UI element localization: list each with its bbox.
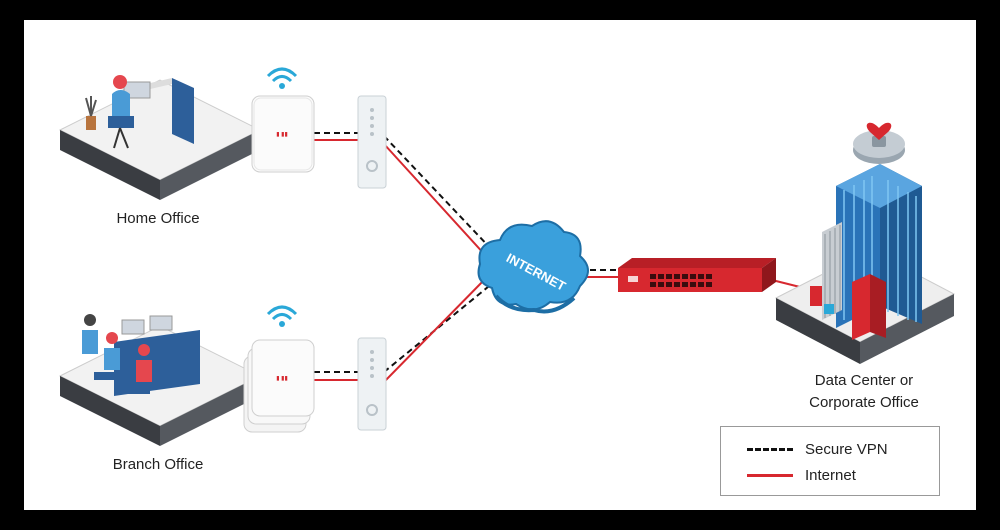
internet-line-branch-cloud — [383, 275, 489, 383]
home-office-label: Home Office — [116, 210, 200, 227]
vpn-line-home-cloud — [383, 135, 495, 253]
home-access-point: ▮ ▮▮ — [251, 67, 315, 173]
legend-label-internet: Internet — [805, 466, 856, 484]
data-center-label-line1: Data Center or — [814, 372, 914, 389]
data-center-label: Data Center or Corporate Office — [784, 370, 944, 414]
solid-line-swatch — [747, 473, 793, 477]
connection-lines — [314, 132, 821, 383]
branch-access-point: ▮ ▮▮ — [243, 305, 315, 433]
branch-office-illustration — [58, 314, 262, 446]
diagram-canvas: ▮ ▮▮ ▮ ▮▮ — [24, 20, 976, 510]
wifi-icon — [266, 67, 298, 89]
internet-cloud: INTERNET — [477, 220, 589, 314]
branch-modem — [357, 337, 387, 431]
dashed-line-swatch — [747, 447, 793, 451]
data-center-label-line2: Corporate Office — [809, 394, 919, 411]
firewall-appliance — [618, 258, 776, 292]
legend-item-vpn: Secure VPN — [747, 439, 888, 459]
svg-text:▮ ▮▮: ▮ ▮▮ — [276, 376, 288, 382]
svg-text:▮ ▮▮: ▮ ▮▮ — [276, 132, 288, 138]
legend-item-internet: Internet — [747, 465, 856, 485]
wifi-icon — [266, 305, 298, 327]
home-modem — [357, 95, 387, 189]
legend-label-vpn: Secure VPN — [805, 440, 888, 458]
data-center-illustration — [774, 122, 956, 364]
internet-line-home-cloud — [383, 143, 487, 257]
network-diagram: ▮ ▮▮ ▮ ▮▮ — [58, 67, 956, 446]
legend: Secure VPN Internet — [720, 426, 940, 496]
home-office-illustration — [58, 75, 262, 200]
branch-office-label: Branch Office — [112, 456, 204, 473]
